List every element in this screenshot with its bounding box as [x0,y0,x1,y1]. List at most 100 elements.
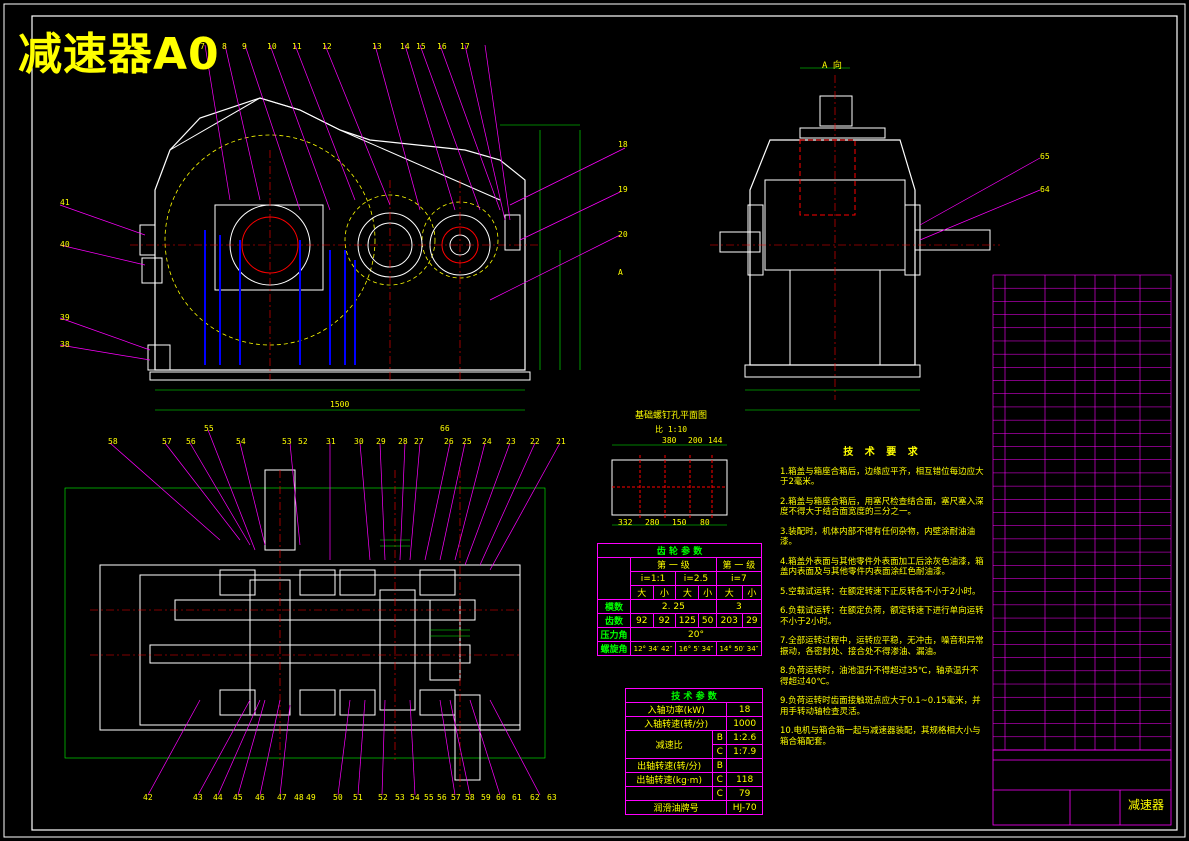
part-number-label: 63 [547,793,557,802]
bom-rows [993,287,1171,738]
value-cell: 92 [652,613,677,628]
dim-bolt-b: 200 [688,436,703,445]
part-number-label: 54 [236,437,246,446]
part-number-label: 27 [414,437,424,446]
part-number-label: 28 [398,437,408,446]
part-number-label: 58 [465,793,475,802]
part-number-label: 64 [1040,185,1050,194]
part-number-label: 52 [378,793,388,802]
size-cell: 小 [698,585,717,600]
perf-value: 1:7.9 [726,744,763,759]
part-number-label: 55 [204,424,214,433]
part-number-label: 9 [242,42,247,51]
perf-value: 79 [726,786,763,801]
part-number-label: 39 [60,313,70,322]
part-number-label: 26 [444,437,454,446]
perf-table-title: 技 术 参 数 [625,688,763,703]
perf-sub: C [712,772,728,787]
perf-label: 润滑油牌号 [624,800,728,815]
a-view-label: A 向 [822,61,842,71]
part-number-label: 54 [410,793,420,802]
part-number-label: 16 [437,42,447,51]
title-block-name: 减速器 [1128,798,1165,812]
tech-req-list: 1.箱盖与箱座合箱后，边缘应平齐，相互错位每边应大于2毫米。2.箱盖与箱座合箱后… [780,467,985,748]
part-number-label: 53 [395,793,405,802]
perf-value: 1:2.6 [726,730,763,745]
part-number-label: 41 [60,198,70,207]
part-number-label: 10 [267,42,277,51]
value-cell: 12° 34′ 42″ [629,641,677,656]
size-cell: 大 [629,585,654,600]
value-cell: 50 [698,613,717,628]
perf-label: 出轴转速(kg·m) [624,772,714,787]
perf-value: 1000 [726,716,763,731]
bolt-plan-scale: 比 1:10 [655,425,688,434]
part-number-label: 56 [437,793,447,802]
size-cell: 大 [675,585,700,600]
part-number-label: 59 [481,793,491,802]
gear-stage1: 第 一 级 [629,557,717,572]
tech-req-item: 6.负载试运转：在额定负荷，额定转速下进行单向运转不小于2小时。 [780,606,984,627]
part-number-label: 45 [233,793,243,802]
part-number-label: 66 [440,424,450,433]
part-number-label: 58 [108,437,118,446]
perf-sub: C [712,786,728,801]
gear-table-title: 齿 轮 参 数 [597,543,762,558]
bolt-plan-title: 基础螺钉孔平面图 [635,411,708,421]
perf-label: 减速比 [624,730,714,759]
part-number-label: 49 [306,793,316,802]
dim-bolt-g: 80 [700,518,710,527]
tech-req-item: 10.电机与箱合箱一起与减速器装配，其规格相大小与箱合箱配套。 [780,726,981,747]
bolt-plan [611,444,728,526]
outer-frame [3,3,1186,838]
gear-stage2: 第 一 级 [715,557,763,572]
ratio-cell: i=7 [715,571,763,586]
ratio-cell: i=1:1 [629,571,677,586]
dim-bolt-d: 332 [618,518,633,527]
perf-label: 出轴转速(转/分) [624,758,714,773]
perf-sub: C [712,744,728,759]
part-number-label: 57 [162,437,172,446]
part-number-label: 52 [298,437,308,446]
size-cell: 小 [741,585,763,600]
tech-req-item: 3.装配时，机体内部不得有任何杂物，内壁涂耐油油漆。 [780,526,976,548]
leader-lines [59,44,1041,796]
part-number-label: 38 [60,340,70,349]
size-cell: 小 [652,585,677,600]
row-label: 螺旋角 [597,641,631,656]
inner-frame [31,15,1178,831]
perf-value: 118 [726,772,763,787]
part-number-label: 20 [618,230,628,239]
part-number-label: 15 [416,42,426,51]
value-cell: 125 [675,613,700,628]
part-number-label: 19 [618,185,628,194]
part-number-label: 46 [255,793,265,802]
part-number-label: 24 [482,437,492,446]
part-number-label: 47 [277,793,287,802]
dim-bolt-e: 280 [645,518,660,527]
part-number-label: 7 [200,42,205,51]
ratio-cell: i=2.5 [675,571,717,586]
perf-label: 入轴功率(kW) [624,702,728,717]
tech-req-item: 5.空载试运转：在额定转速下正反转各不小于2小时。 [780,586,981,597]
part-number-label: 44 [213,793,223,802]
part-number-label: 43 [193,793,203,802]
tech-req-item: 7.全部运转过程中，运转应平稳，无冲击，噪音和异常振动，各密封处、接合处不得渗油… [780,636,984,657]
row-label: 模数 [597,599,631,614]
side-view [710,67,1000,411]
perf-value: HJ-70 [726,800,763,815]
part-number-label: 65 [1040,152,1050,161]
part-number-label: 57 [451,793,461,802]
perf-label: 入轴转速(转/分) [624,716,728,731]
tech-req-title: 技 术 要 求 [843,447,922,458]
plan-view [64,469,546,790]
value-cell: 29 [741,613,763,628]
part-number-label: 55 [424,793,434,802]
dim-bolt-c: 144 [708,436,723,445]
dim-bolt-f: 150 [672,518,687,527]
size-cell: 大 [715,585,743,600]
part-number-label: 30 [354,437,364,446]
